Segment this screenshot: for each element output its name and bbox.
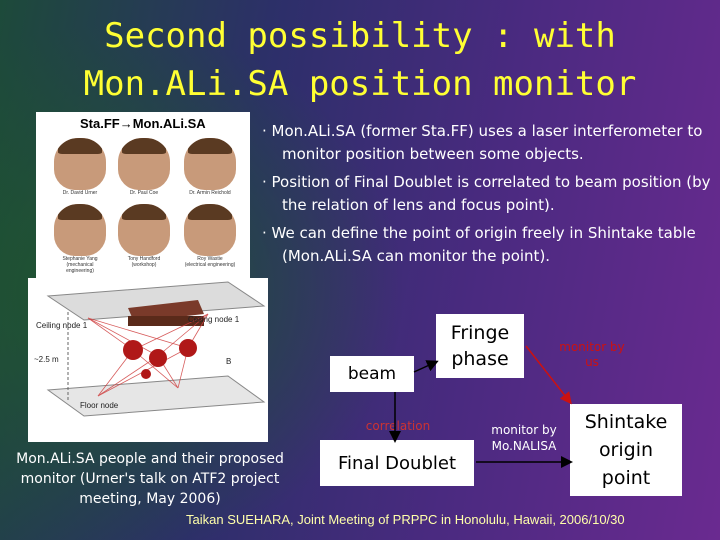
shintake-origin-box: Shintake origin point [570,404,682,496]
slide-title-line-1: Second possibility : with [104,16,616,56]
monitor-by-us-label: monitor by us [559,340,625,369]
bullet-list: · Mon.ALi.SA (former Sta.FF) uses a lase… [262,120,712,273]
beam-box: beam [330,356,414,392]
person-photo: Dr. Paul Coe [116,138,172,196]
portrait-image [184,138,236,190]
person-role: (mechanical engineering) [66,262,94,274]
person-role: (workshop) [131,262,157,268]
monitor-by-monalisa-label: monitor by Mo.NALISA [491,423,557,453]
beam-to-fringe-arrow [413,360,439,373]
person-photo: Dr. Armin Reichold [182,138,238,196]
slide-title-line-2: Mon.ALi.SA position monitor [83,64,637,104]
person-name: Stephanie Yang [62,256,98,262]
person-name: Dr. Paul Coe [129,190,159,196]
label-point-b: B [226,357,231,366]
bullet-item: · Position of Final Doublet is correlate… [262,173,711,214]
bullet-item: · We can define the point of origin free… [262,224,696,265]
portrait-image [184,204,236,256]
person-photo: Tony Handford (workshop) [116,204,172,268]
final-doublet-box: Final Doublet [320,440,474,486]
label-height: ~2.5 m [34,355,59,364]
person-name: Roy Wastie [197,256,223,262]
person-photo: Stephanie Yang (mechanical engineering) [52,204,108,274]
person-name: Dr. Armin Reichold [189,190,231,196]
person-role: (electrical engineering) [184,262,236,268]
bullet-item: · Mon.ALi.SA (former Sta.FF) uses a lase… [262,122,703,163]
label-ceiling-node-right: Ceiling node 1 [188,315,240,324]
portrait-image [118,204,170,256]
label-ceiling-node-left: Ceiling node 1 [36,321,88,330]
fringe-phase-box: Fringe phase [436,314,524,378]
portrait-image [54,204,106,256]
person-photo: Dr. David Urner [52,138,108,196]
portrait-image [118,138,170,190]
portrait-image [54,138,106,190]
monitor-diagram: Ceiling node 1 Ceiling node 1 ~2.5 m Flo… [28,278,268,442]
label-floor-node: Floor node [80,401,119,410]
monitor-by-us-arrow [525,345,572,405]
person-photo: Roy Wastie (electrical engineering) [182,204,238,268]
person-name: Dr. David Urner [62,190,98,196]
team-photo-panel: Sta.FF→Mon.ALi.SA Dr. David Urner Dr. Pa… [36,112,250,278]
person-name: Tony Handford [127,256,161,262]
correlation-label: correlation [365,419,431,433]
slide-footer: Taikan SUEHARA, Joint Meeting of PRPPC i… [186,512,625,527]
photo-panel-heading: Sta.FF→Mon.ALi.SA [80,116,206,131]
monitor-diagram-drawing: Ceiling node 1 Ceiling node 1 ~2.5 m Flo… [34,281,266,417]
photo-caption: Mon.ALi.SA people and their proposed mon… [16,451,284,507]
